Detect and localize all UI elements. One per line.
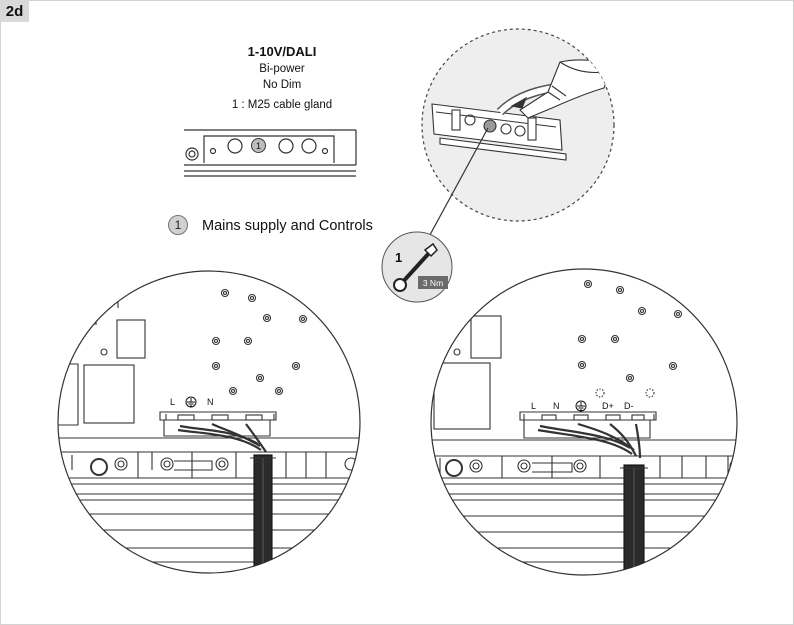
variant-title: 1-10V/DALI [247,44,317,59]
gland-callout-marker: 1 [251,138,266,153]
torque-wrench-icon [381,231,453,303]
torque-step-number: 1 [395,250,403,265]
legend-text: Mains supply and Controls [202,218,373,234]
variant-gland-note: 1 : M25 cable gland [231,99,333,111]
terminal-label-right-n: N [553,401,560,411]
variant-dim: No Dim [262,79,302,91]
terminal-label-left-l: L [170,397,176,407]
step-label: 2d [0,0,29,22]
torque-value-badge: 3 Nm [418,276,448,289]
terminal-label-left-n: N [207,397,214,407]
legend-marker: 1 [168,215,188,235]
earth-symbol-left [185,396,197,408]
variant-power: Bi-power [259,63,305,75]
fitting-detail-view [421,28,615,222]
gland-strip-detail [184,129,357,177]
wiring-view-left [57,270,361,574]
earth-symbol-right [575,400,587,412]
wiring-view-right [430,268,738,576]
terminal-label-right-dminus: D- [624,401,634,411]
terminal-label-right-dplus: D+ [602,401,614,411]
terminal-label-right-l: L [531,401,537,411]
